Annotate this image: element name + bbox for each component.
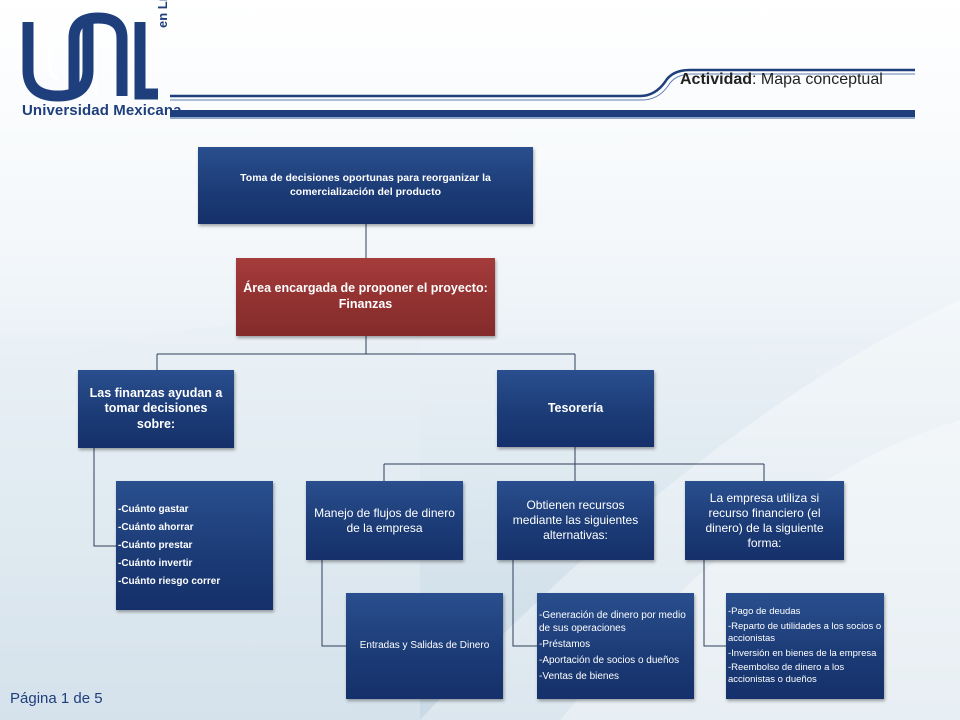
cash-flow-box: Manejo de flujos de dinero de la empresa [306, 481, 463, 560]
list-item: -Reembolso de dinero a los accionistas o… [728, 662, 845, 686]
finance-help-box: Las finanzas ayudan a tomar decisiones s… [78, 370, 234, 448]
root-decision-text: Toma de decisiones oportunas para reorga… [240, 172, 491, 198]
list-item: -Generación de dinero por medio de sus o… [539, 610, 686, 634]
root-decision-box: Toma de decisiones oportunas para reorga… [198, 147, 533, 224]
cash-flow-text: Manejo de flujos de dinero de la empresa [314, 505, 455, 535]
list-item: -Cuánto prestar [118, 539, 193, 551]
list-item: -Reparto de utilidades a los socios o ac… [728, 620, 882, 644]
finance-help-text: Las finanzas ayudan a tomar decisiones s… [89, 385, 223, 431]
cash-flow-detail-box: Entradas y Salidas de Dinero [346, 593, 503, 699]
usage-box: La empresa utiliza si recurso financiero… [685, 481, 844, 560]
list-item: -Préstamos [539, 639, 591, 650]
logo-text: Universidad Mexicana [22, 102, 182, 119]
list-item: -Ventas de bienes [539, 671, 620, 682]
resources-text: Obtienen recursos mediante las siguiente… [512, 498, 639, 542]
finance-area-text: Área encargada de proponer el proyecto: … [243, 281, 488, 311]
treasury-box: Tesorería [497, 370, 654, 447]
finance-area-box: Área encargada de proponer el proyecto: … [236, 258, 495, 336]
list-item: -Pago de deudas [728, 605, 801, 617]
list-item: -Cuánto ahorrar [118, 521, 194, 533]
university-logo [22, 12, 158, 102]
activity-label: Actividad [680, 71, 753, 88]
finance-decisions-list: -Cuánto gastar -Cuánto ahorrar -Cuánto pre… [116, 481, 273, 610]
treasury-text: Tesorería [547, 400, 604, 415]
list-item: -Cuánto gastar [118, 503, 189, 515]
activity-name: Mapa conceptual [760, 71, 883, 88]
cash-flow-detail-text: Entradas y Salidas de Dinero [359, 639, 490, 651]
usage-text: La empresa utiliza si recurso financiero… [705, 490, 824, 550]
list-item: -Inversión en bienes de la empresa [728, 647, 877, 659]
list-item: -Aportación de socios o dueños [539, 655, 680, 666]
activity-separator: : [752, 71, 757, 88]
activity-title: Actividad: Mapa conceptual [680, 71, 883, 89]
resources-box: Obtienen recursos mediante las siguiente… [497, 481, 654, 560]
header-swoosh-lines [170, 68, 915, 119]
resources-alternatives-list: -Generación de dinero por medio de sus o… [537, 593, 694, 699]
list-item: -Cuánto riesgo correr [118, 575, 221, 587]
list-item: -Cuánto invertir [118, 557, 193, 569]
logo-side-text: en Línea [155, 0, 170, 28]
usage-forms-list: -Pago de deudas -Reparto de utilidades a … [726, 593, 884, 699]
page-number: Página 1 de 5 [10, 690, 103, 707]
